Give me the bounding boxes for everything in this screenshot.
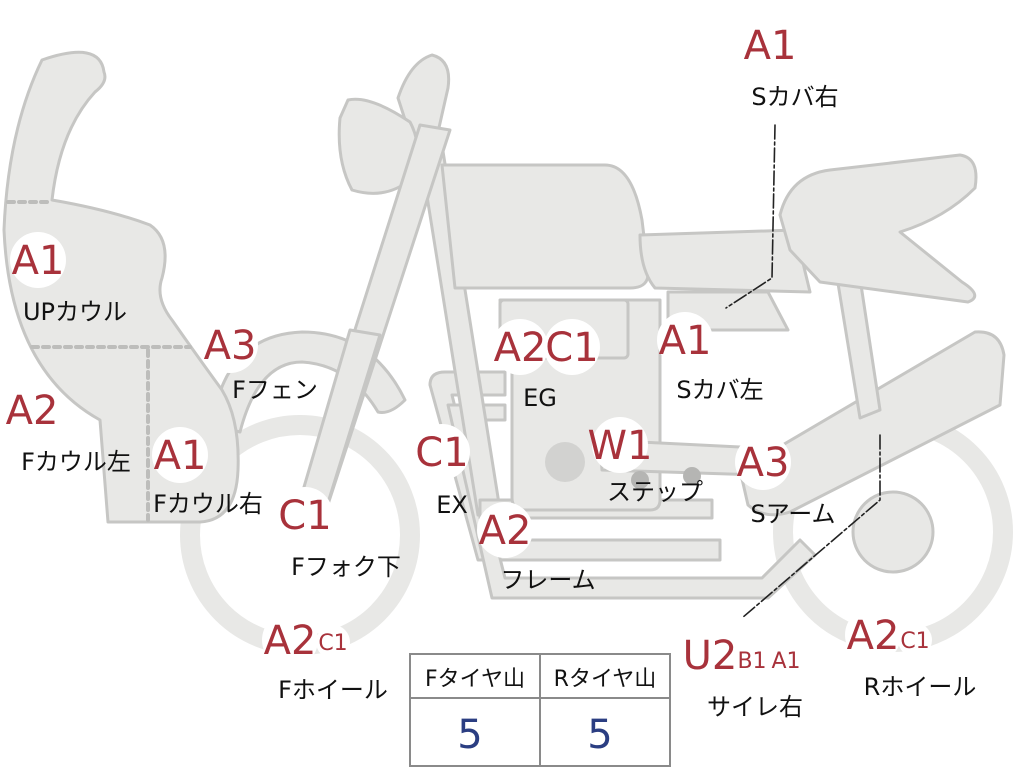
step-grade-badge: W1 [588,417,653,473]
r-wheel-label: Rホイール [864,673,977,701]
f-wheel-label: Fホイール [278,676,388,704]
leader-line-s-cover-right [725,124,776,309]
r-wheel-grade-badge: C1 [898,623,932,657]
eg-grade-badge: A2 [492,319,548,375]
s-arm-grade-text: A3 [737,440,790,486]
f-cowl-left-label: Fカウル左 [21,448,131,476]
cowl-shape [2,50,240,524]
f-wheel-grade-badge: A2 [262,612,318,668]
r-wheel-grade-circle [845,607,901,663]
seat-tail-shape [778,153,978,304]
s-cover-left-grade-text: A1 [659,318,712,364]
f-fork-lower-label: Fフォク下 [291,553,401,581]
f-cowl-left-grade-text: A2 [6,388,59,434]
front-tire-header: Fタイヤ山 [425,667,525,692]
silencer-right-grade-badge: U2 [682,627,738,683]
f-cowl-left-grade-badge: A2 [4,382,60,438]
step-peg-left [631,471,649,489]
rear-tire-header: Rタイヤ山 [554,667,657,692]
frame-grade-badge: A2 [477,502,533,558]
f-wheel-grade-badge: C1 [316,625,350,659]
fuel-tank-shape [440,163,650,290]
silencer-right-grade-circle [682,627,738,683]
s-arm-label: Sアーム [750,500,835,528]
f-fender-grade-text: A3 [204,323,257,369]
exhaust-pipe-lower [446,403,817,600]
s-arm-grade-circle [735,434,791,490]
silencer-right-grade-badge: A1 [769,643,803,677]
step-grade-text: W1 [588,423,653,469]
step-label: ステップ [607,478,703,506]
step-peg-right [683,467,701,485]
silencer-right-grade-text: U2 [683,633,738,679]
up-cowl-label: UPカウル [23,298,127,326]
frame-grade-circle [477,502,533,558]
tire-tread-table: Fタイヤ山 Rタイヤ山 5 5 [409,653,671,767]
eg-grade-circle [492,319,548,375]
handlebar-shape [396,53,451,137]
f-cowl-right-grade-circle [152,427,208,483]
s-cover-right-grade-badge: A1 [742,17,798,73]
eg-grade-circle [544,319,600,375]
eg-grade-badge: C1 [544,319,600,375]
s-cover-left-grade-badge: A1 [657,312,713,368]
f-fork-lower-grade-text: C1 [278,493,331,539]
leader-line-silencer-right [741,434,881,619]
silencer-right-grade-circle [769,643,803,677]
r-wheel-grade-badge: A2 [845,607,901,663]
f-fork-lower-grade-badge: C1 [277,487,333,543]
s-cover-right-label: Sカバ右 [751,83,838,111]
f-fender-grade-badge: A3 [202,317,258,373]
rear-wheel-hub [851,490,935,574]
step-grade-circle [592,417,648,473]
seat-bracket-shape [638,228,812,294]
r-wheel-grade-text: A2 [847,613,900,659]
ex-grade-circle [414,424,470,480]
rear-tire-value: 5 [587,712,612,758]
frame-grade-text: A2 [479,508,532,554]
ex-label: EX [436,491,468,519]
swing-arm-shape [738,330,1006,517]
f-wheel-grade-circle [262,612,318,668]
eg-grade-text: A2 [494,325,547,371]
f-wheel-grade-text: A2 [264,618,317,664]
s-cover-left-label: Sカバ左 [676,376,763,404]
silencer-right-grade-badge: B1 [735,643,769,677]
silencer-right-grade-circle [735,643,769,677]
up-cowl-grade-badge: A1 [10,232,66,288]
f-cowl-right-label: Fカウル右 [153,490,263,518]
s-cover-right-grade-text: A1 [744,23,797,69]
up-cowl-grade-circle [10,232,66,288]
eg-label: EG [523,384,557,412]
up-cowl-grade-text: A1 [12,238,65,284]
f-fender-label: Fフェン [232,376,318,404]
silencer-right-grade-text: A1 [771,649,800,674]
f-wheel-grade-text: C1 [318,631,347,656]
s-cover-left-grade-circle [657,312,713,368]
f-cowl-right-grade-badge: A1 [152,427,208,483]
f-fender-grade-circle [202,317,258,373]
engine-cover-circle [545,442,585,482]
frame-label: フレーム [500,566,595,594]
s-arm-grade-badge: A3 [735,434,791,490]
ex-grade-badge: C1 [414,424,470,480]
r-wheel-grade-circle [898,623,932,657]
s-cover-right-grade-circle [742,17,798,73]
f-cowl-left-grade-circle [4,382,60,438]
silencer-right-label: サイレ右 [707,693,803,721]
ex-grade-text: C1 [415,430,468,476]
eg-grade-text: C1 [545,325,598,371]
f-fork-lower-grade-circle [277,487,333,543]
r-wheel-grade-text: C1 [900,629,929,654]
part-labels: UPカウル Fカウル左 Fカウル右 Fフェン Fフォク下 Fホイール EX EG フレーム ステッ… [21,83,976,721]
front-tire-value: 5 [457,712,482,758]
f-wheel-grade-circle [316,625,350,659]
silencer-right-grade-text: B1 [737,649,766,674]
f-cowl-right-grade-text: A1 [154,433,207,479]
